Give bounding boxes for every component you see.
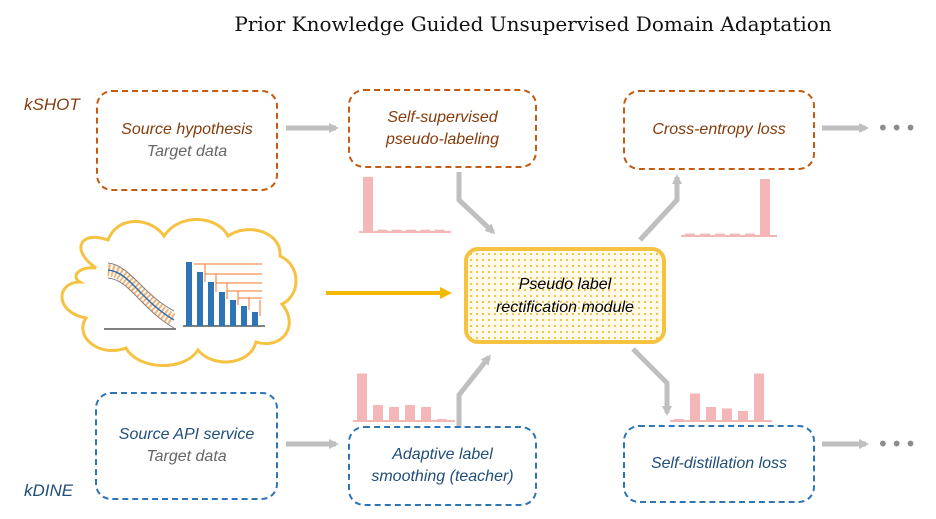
histogram-bar [377, 229, 388, 232]
histogram-bar [685, 233, 695, 236]
arrow-pseudo-to-module [456, 172, 496, 235]
histogram-bar [760, 179, 770, 236]
kdine-label: kDINE [24, 481, 74, 500]
histogram-bar [690, 393, 700, 421]
histogram-kshot-loss-target [681, 179, 777, 237]
kshot-target-data: Target data [146, 142, 228, 160]
pseudo-label-rectification-module: Pseudo label rectification module [464, 247, 666, 344]
histogram-bar [389, 407, 399, 421]
histogram-bar [420, 229, 431, 232]
kshot-source-box: Source hypothesis Target data [96, 90, 278, 191]
histogram-bar [738, 411, 748, 421]
histogram-bar [434, 229, 445, 232]
module-line1: Pseudo label [518, 275, 612, 293]
histogram-kdine-teacher [353, 373, 455, 422]
prior-line-plot [104, 258, 178, 334]
histogram-bar [373, 405, 383, 421]
histogram-bar [715, 233, 725, 236]
kshot-ellipsis: ••• [877, 116, 919, 140]
kdine-ellipsis: ••• [877, 432, 919, 456]
prior-bar-plot [183, 258, 265, 328]
arrow-module-to-distill-loss [631, 347, 672, 416]
histogram-bar [745, 233, 755, 236]
kshot-pseudo-line2: pseudo-labeling [386, 130, 499, 148]
histogram-bar [706, 407, 716, 421]
histogram-bar [405, 405, 415, 421]
kdine-self-distillation-box: Self-distillation loss [623, 425, 815, 503]
histogram-kdine-distill [670, 373, 772, 422]
kdine-source-line1: Source API service [118, 426, 255, 443]
kshot-cross-entropy-box: Cross-entropy loss [623, 90, 815, 170]
kshot-pseudo-line1: Self-supervised [387, 108, 498, 126]
histogram-bar [357, 373, 367, 421]
histogram-bar [674, 419, 684, 421]
histogram-bar [437, 419, 447, 421]
kdine-teacher-box: Adaptive label smoothing (teacher) [348, 426, 537, 506]
flow-arrows [286, 123, 869, 449]
histogram-bar [730, 233, 740, 236]
histogram-bar [700, 233, 710, 236]
module-line2: rectification module [496, 298, 634, 316]
kshot-loss-label: Cross-entropy loss [652, 121, 786, 138]
histogram-bar [722, 408, 732, 421]
kdine-target-data: Target data [146, 448, 227, 465]
histogram-bar [754, 373, 764, 421]
kdine-teacher-line1: Adaptive label [392, 446, 493, 463]
kdine-loss-label: Self-distillation loss [650, 455, 788, 472]
histogram-bar [391, 229, 402, 232]
kshot-pseudo-labeling-box: Self-supervised pseudo-labeling [348, 89, 537, 168]
histogram-bar [421, 407, 431, 421]
histogram-kshot-pseudo-labels [359, 176, 451, 233]
kshot-source-line1: Source hypothesis [121, 120, 253, 138]
kdine-source-box: Source API service Target data [95, 392, 278, 500]
page-title: Prior Knowledge Guided Unsupervised Doma… [234, 12, 832, 36]
histogram-bar [406, 229, 416, 232]
arrow-module-to-ce-loss [638, 174, 682, 242]
kdine-teacher-line2: smoothing (teacher) [371, 468, 514, 485]
arrow-teacher-to-module [456, 354, 491, 428]
kshot-label: kSHOT [24, 95, 80, 114]
histogram-bar [363, 176, 373, 232]
